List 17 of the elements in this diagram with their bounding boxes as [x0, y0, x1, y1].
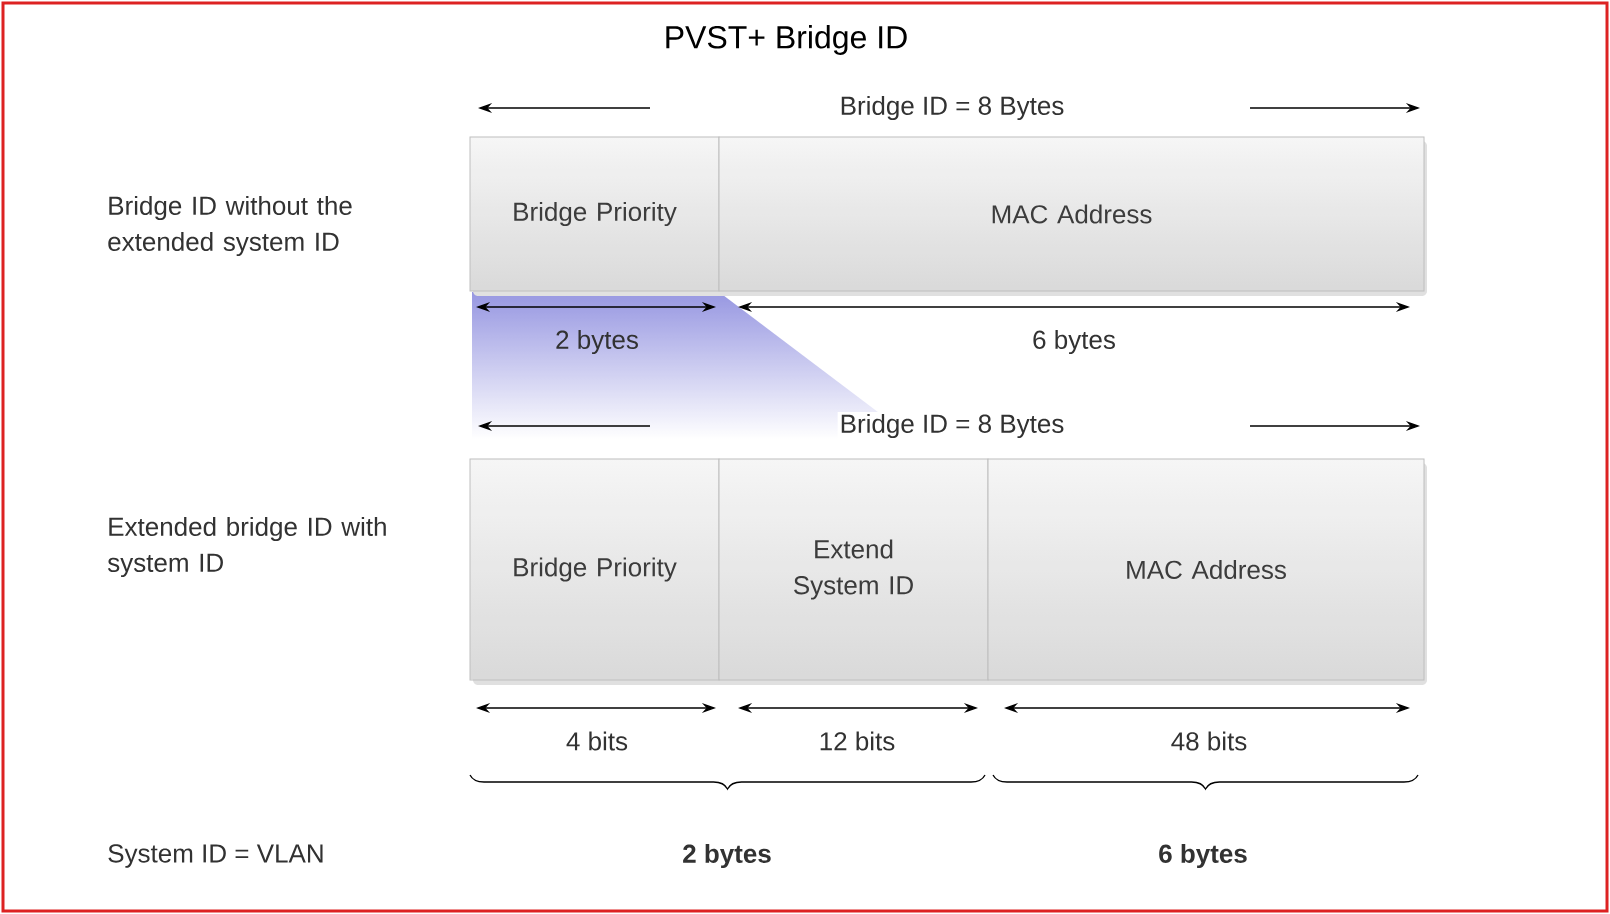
- title: PVST+ Bridge ID: [666, 25, 907, 55]
- dimension-label: Bridge ID = 8 Bytes: [837, 411, 1067, 441]
- dimension-label: 4 bits: [566, 731, 628, 751]
- dimension-label: 48 bits: [1171, 731, 1247, 751]
- note-label: System ID = VLAN: [108, 844, 323, 868]
- row-label: Extended bridge ID with system ID: [107, 516, 386, 578]
- row-label: Bridge ID without the extended system ID: [108, 195, 352, 257]
- dimension-label: 2 bytes: [556, 329, 638, 355]
- brace-label: 6 bytes: [1159, 843, 1247, 869]
- dimension-label: Bridge ID = 8 Bytes: [837, 93, 1067, 123]
- field-box: MAC Address: [987, 458, 1425, 681]
- field-box: Bridge Priority: [469, 136, 720, 292]
- field-box: Extend System ID: [718, 458, 989, 681]
- dimension-label: 6 bytes: [1033, 329, 1115, 355]
- dimension-label: 12 bits: [820, 731, 895, 751]
- field-box: Bridge Priority: [469, 458, 720, 681]
- brace-label: 2 bytes: [683, 843, 771, 869]
